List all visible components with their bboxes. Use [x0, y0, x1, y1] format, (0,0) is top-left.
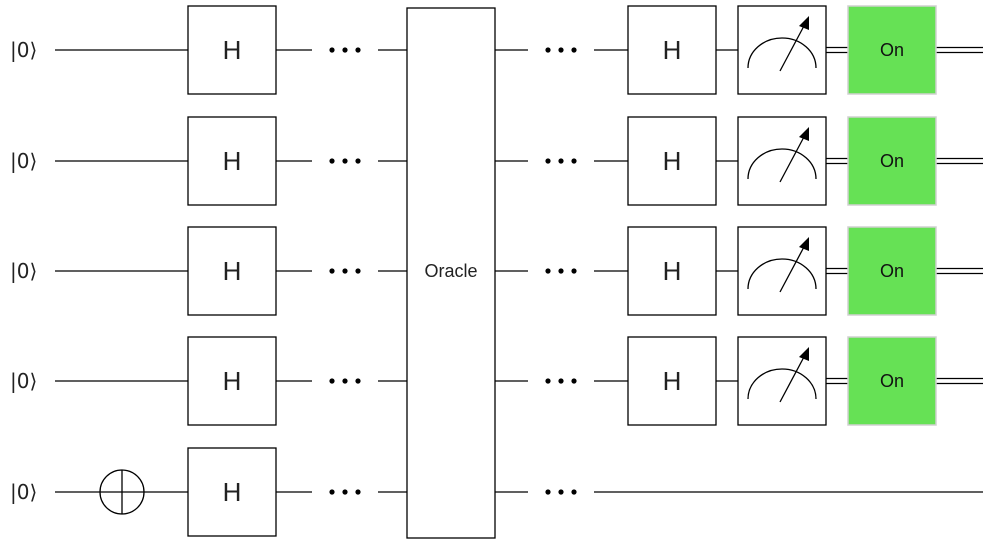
meter-needle-arrowhead	[799, 16, 809, 30]
qubit-1-init-label: |0⟩	[10, 149, 37, 173]
meter-icon	[737, 5, 827, 95]
qubit-2-ellipsis-2	[545, 268, 577, 274]
ellipsis-dot	[329, 158, 335, 164]
meter-icon	[737, 116, 827, 206]
qubit-1-h-gate-2	[627, 116, 717, 206]
qubit-0-h-gate-1	[187, 5, 277, 95]
meter-arc	[747, 258, 817, 290]
ellipsis-dot	[558, 489, 564, 495]
qubit-3-h-gate-2-label: H	[663, 366, 682, 396]
meter-needle-arrowhead	[799, 347, 809, 361]
ellipsis-dot	[571, 268, 577, 274]
ellipsis-dot	[545, 489, 551, 495]
meter-icon	[737, 336, 827, 426]
qubit-3-h-gate-1-label: H	[223, 366, 242, 396]
ellipsis-dot	[342, 489, 348, 495]
qubit-4-h-gate-1-label: H	[223, 477, 242, 507]
qubit-2-h-gate-2	[627, 226, 717, 316]
qubit-2-init-label: |0⟩	[10, 259, 37, 283]
meter-arc	[747, 148, 817, 180]
qubit-0-h-gate-2-label: H	[663, 35, 682, 65]
qubit-0-init-label: |0⟩	[10, 38, 37, 62]
qubit-4-ellipsis-1	[329, 489, 361, 495]
qubit-2-indicator	[847, 226, 937, 316]
qubit-1-h-gate-1-label: H	[223, 146, 242, 176]
ellipsis-dot	[558, 268, 564, 274]
qubit-2-h-gate-2-label: H	[663, 256, 682, 286]
qubit-3-init-label: |0⟩	[10, 369, 37, 393]
oracle-label: Oracle	[424, 261, 477, 281]
meter-icon	[737, 226, 827, 316]
qubit-4-h-gate-1	[187, 447, 277, 537]
qubit-4-init-label: |0⟩	[10, 480, 37, 504]
meter-needle	[779, 134, 806, 183]
qubit-2-h-gate-1	[187, 226, 277, 316]
qubit-2-h-gate-1-label: H	[223, 256, 242, 286]
ellipsis-dot	[545, 158, 551, 164]
ellipsis-dot	[558, 47, 564, 53]
ellipsis-dot	[329, 47, 335, 53]
qubit-1-indicator	[847, 116, 937, 206]
ellipsis-dot	[571, 378, 577, 384]
qubit-1-h-gate-2-label: H	[663, 146, 682, 176]
qubit-1-indicator-label: On	[880, 151, 904, 171]
ellipsis-dot	[329, 489, 335, 495]
qubit-0-ellipsis-1	[329, 47, 361, 53]
ellipsis-dot	[558, 378, 564, 384]
qubit-0-h-gate-2	[627, 5, 717, 95]
meter-arc	[747, 37, 817, 69]
qubit-4-ellipsis-2	[545, 489, 577, 495]
qubit-3-indicator-label: On	[880, 371, 904, 391]
ellipsis-dot	[355, 158, 361, 164]
oracle-block	[406, 7, 496, 539]
ellipsis-dot	[329, 378, 335, 384]
ellipsis-dot	[571, 158, 577, 164]
qubit-2-ellipsis-1	[329, 268, 361, 274]
qubit-0-indicator-label: On	[880, 40, 904, 60]
qubit-3-ellipsis-2	[545, 378, 577, 384]
meter-needle	[779, 244, 806, 293]
ellipsis-dot	[571, 489, 577, 495]
ellipsis-dot	[558, 158, 564, 164]
qubit-0-indicator	[847, 5, 937, 95]
qubit-1-h-gate-1	[187, 116, 277, 206]
ellipsis-dot	[545, 378, 551, 384]
qubit-3-h-gate-1	[187, 336, 277, 426]
ellipsis-dot	[342, 378, 348, 384]
qubit-1-ellipsis-1	[329, 158, 361, 164]
ellipsis-dot	[342, 158, 348, 164]
ellipsis-dot	[342, 268, 348, 274]
meter-needle	[779, 354, 806, 403]
meter-needle-arrowhead	[799, 127, 809, 141]
ellipsis-dot	[545, 47, 551, 53]
qubit-3-indicator	[847, 336, 937, 426]
qubit-3-h-gate-2	[627, 336, 717, 426]
ellipsis-dot	[355, 378, 361, 384]
qubit-2-indicator-label: On	[880, 261, 904, 281]
ellipsis-dot	[355, 47, 361, 53]
ellipsis-dot	[329, 268, 335, 274]
meter-needle	[779, 23, 806, 72]
meter-needle-arrowhead	[799, 237, 809, 251]
qubit-0-ellipsis-2	[545, 47, 577, 53]
qubit-3-ellipsis-1	[329, 378, 361, 384]
ellipsis-dot	[545, 268, 551, 274]
ellipsis-dot	[342, 47, 348, 53]
meter-arc	[747, 368, 817, 400]
ellipsis-dot	[355, 489, 361, 495]
qubit-0-h-gate-1-label: H	[223, 35, 242, 65]
qubit-1-ellipsis-2	[545, 158, 577, 164]
ellipsis-dot	[571, 47, 577, 53]
ellipsis-dot	[355, 268, 361, 274]
